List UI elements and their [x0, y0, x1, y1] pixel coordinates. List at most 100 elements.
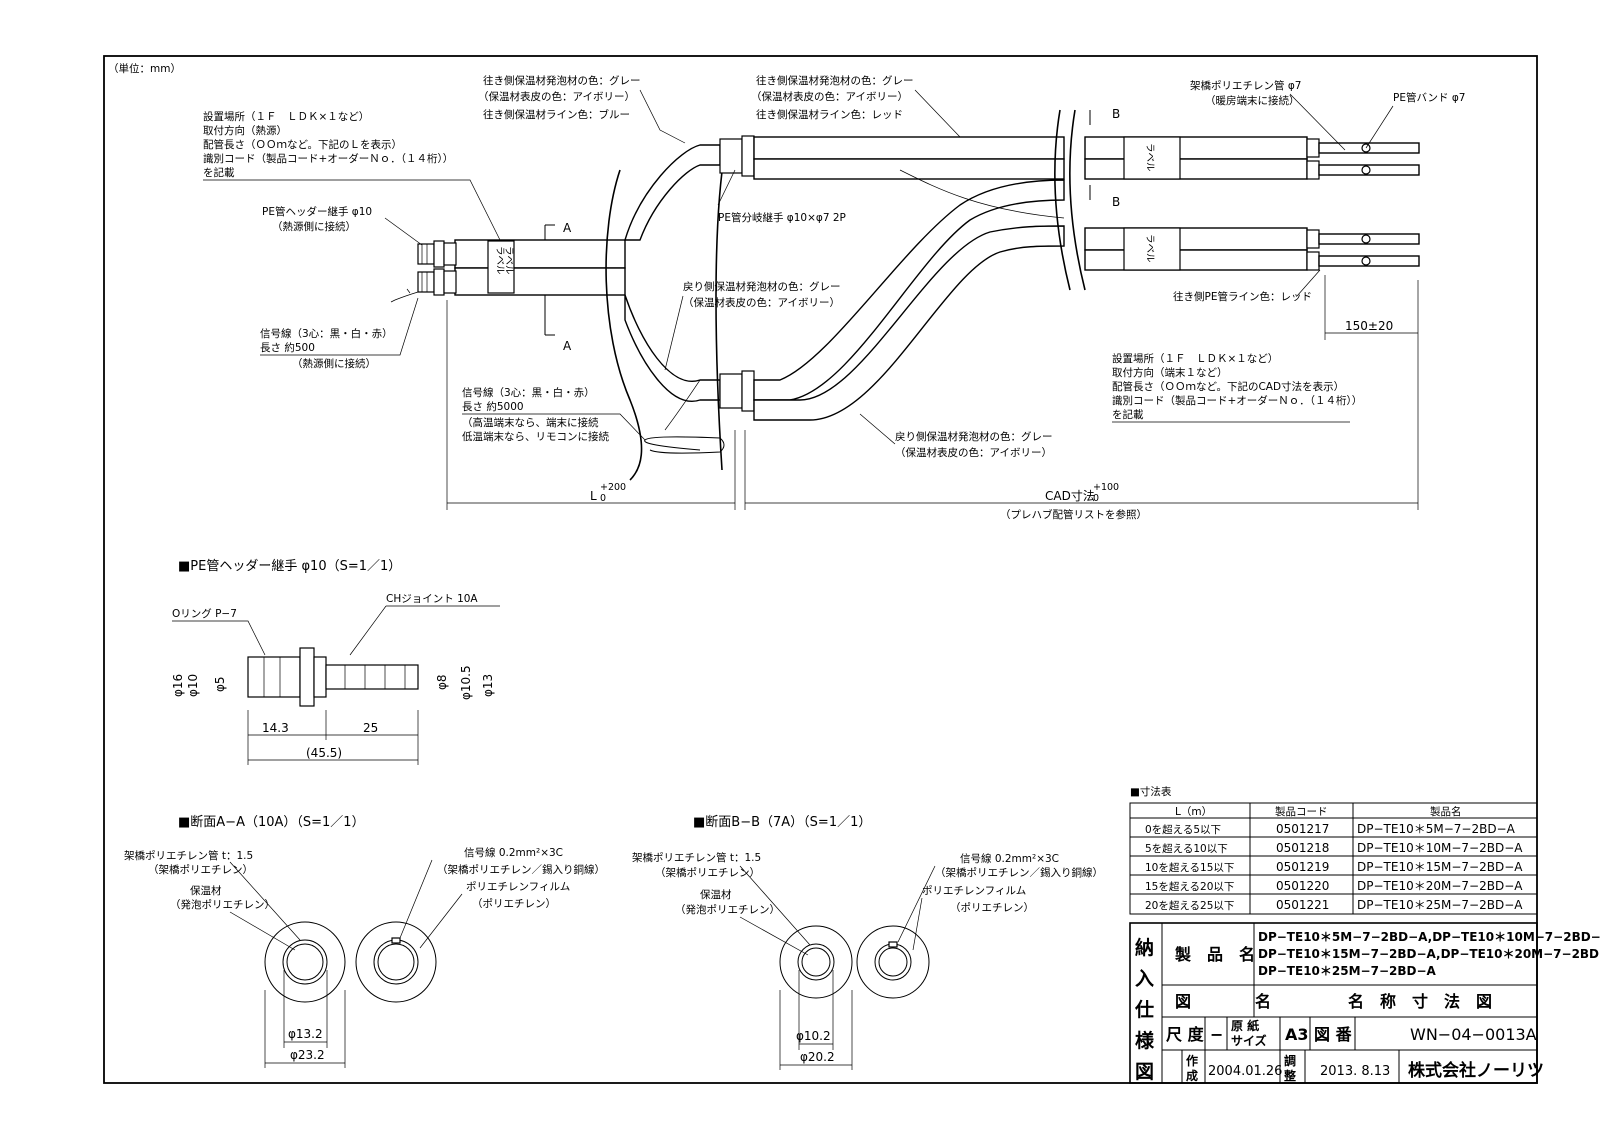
svg-text:25: 25 [363, 721, 378, 735]
svg-text:整: 整 [1283, 1068, 1296, 1083]
table-cell: DP−TE10＊25M−7−2BD−A [1357, 898, 1523, 912]
table-cell: 0501220 [1276, 879, 1329, 893]
svg-text:−: − [1210, 1025, 1223, 1044]
svg-text:（高温端末なら、端末に接続: （高温端末なら、端末に接続 [462, 416, 599, 429]
svg-text:Oリング P−7: Oリング P−7 [172, 607, 237, 620]
svg-text:様: 様 [1135, 1029, 1155, 1052]
svg-text:戻り側保温材発泡材の色：グレー: 戻り側保温材発泡材の色：グレー [895, 430, 1053, 443]
table-cell: 0501219 [1276, 860, 1329, 874]
svg-text:成: 成 [1186, 1068, 1198, 1083]
svg-text:φ8: φ8 [435, 674, 449, 690]
svg-text:A3: A3 [1285, 1025, 1309, 1044]
svg-text:調: 調 [1284, 1053, 1296, 1068]
svg-text:2013. 8.13: 2013. 8.13 [1320, 1064, 1390, 1079]
svg-text:2004.01.26: 2004.01.26 [1208, 1064, 1282, 1079]
svg-text:（暖房端末に接続）: （暖房端末に接続） [1205, 94, 1300, 107]
svg-text:信号線（3心：黒・白・赤）: 信号線（3心：黒・白・赤） [462, 386, 595, 399]
svg-text:戻り側保温材発泡材の色：グレー: 戻り側保温材発泡材の色：グレー [683, 280, 841, 293]
table-cell: DP−TE10＊10M−7−2BD−A [1357, 841, 1523, 855]
svg-text:B: B [1112, 195, 1120, 209]
section-aa: ■断面A−A（10A）（S=1／1） 架橋ポリエチレン管 t：1.5 （架橋ポリ… [124, 815, 605, 1068]
table-header: 製品名 [1430, 805, 1462, 818]
svg-text:架橋ポリエチレン管 t：1.5: 架橋ポリエチレン管 t：1.5 [124, 849, 253, 862]
svg-text:株式会社ノーリツ: 株式会社ノーリツ [1408, 1060, 1544, 1081]
header-fitting-detail: ■PE管ヘッダー継手 φ10（S=1／1） Oリング P−7 CHジョイント 1… [171, 559, 500, 765]
svg-text:原 紙: 原 紙 [1231, 1018, 1259, 1033]
svg-text:信号線 0.2mm²×3C: 信号線 0.2mm²×3C [464, 846, 563, 859]
svg-text:PE管ヘッダー継手 φ10: PE管ヘッダー継手 φ10 [262, 205, 372, 218]
svg-text:入: 入 [1135, 968, 1154, 990]
svg-text:（プレハブ配管リストを参照）: （プレハブ配管リストを参照） [1000, 508, 1147, 521]
svg-text:取付方向（端末１など）: 取付方向（端末１など） [1112, 366, 1228, 379]
svg-text:ラベル: ラベル [1144, 234, 1155, 263]
svg-text:配管長さ（ＯＯｍなど。下記のCAD寸法を表示）: 配管長さ（ＯＯｍなど。下記のCAD寸法を表示） [1112, 380, 1344, 393]
svg-text:保温材: 保温材 [190, 884, 222, 897]
svg-text:φ10.2: φ10.2 [796, 1029, 831, 1043]
svg-text:ラベル: ラベル [1144, 143, 1155, 172]
svg-text:ラベル: ラベル [503, 246, 514, 275]
svg-text:0: 0 [1093, 493, 1099, 504]
svg-text:150±20: 150±20 [1345, 319, 1393, 333]
svg-text:を記載: を記載 [203, 166, 235, 179]
svg-text:名 称 寸 法 図: 名 称 寸 法 図 [1348, 992, 1492, 1011]
svg-text:+100: +100 [1093, 482, 1119, 493]
svg-text:識別コード（製品コード+オーダーＮｏ．（１４桁））: 識別コード（製品コード+オーダーＮｏ．（１４桁）） [203, 152, 453, 165]
svg-text:DP−TE10＊15M−7−2BD−A,DP−TE10＊20: DP−TE10＊15M−7−2BD−A,DP−TE10＊20M−7−2BD−A [1258, 947, 1600, 961]
svg-text:（保温材表皮の色：アイボリー）: （保温材表皮の色：アイボリー） [478, 90, 635, 103]
svg-text:長さ 約500: 長さ 約500 [260, 341, 315, 354]
svg-text:■寸法表: ■寸法表 [1130, 785, 1172, 798]
table-cell: 0を超える5以下 [1145, 823, 1221, 836]
svg-text:φ13: φ13 [481, 674, 495, 697]
svg-text:■断面A−A（10A）（S=1／1）: ■断面A−A（10A）（S=1／1） [178, 815, 365, 830]
svg-text:納: 納 [1135, 936, 1154, 959]
table-cell: 20を超える25以下 [1145, 899, 1234, 912]
svg-text:A: A [563, 221, 572, 235]
table-cell: 5を超える10以下 [1145, 842, 1228, 855]
svg-text:φ16: φ16 [171, 674, 185, 697]
svg-text:ポリエチレンフィルム: ポリエチレンフィルム [922, 885, 1026, 897]
svg-text:■断面B−B（7A）（S=1／1）: ■断面B−B（7A）（S=1／1） [693, 815, 871, 830]
svg-text:仕: 仕 [1134, 998, 1154, 1021]
table-cell: 10を超える15以下 [1145, 861, 1234, 874]
table-cell: 0501221 [1276, 898, 1329, 912]
svg-text:φ13.2: φ13.2 [288, 1027, 323, 1041]
svg-text:識別コード（製品コード+オーダーＮｏ．（１４桁））: 識別コード（製品コード+オーダーＮｏ．（１４桁）） [1112, 394, 1362, 407]
pe-header-fitting-icon [417, 240, 457, 296]
svg-text:図 番: 図 番 [1314, 1025, 1353, 1044]
svg-text:■PE管ヘッダー継手 φ10（S=1／1）: ■PE管ヘッダー継手 φ10（S=1／1） [178, 559, 401, 574]
svg-text:低温端末なら、リモコンに接続: 低温端末なら、リモコンに接続 [462, 430, 609, 443]
svg-text:（架橋ポリエチレン）: （架橋ポリエチレン） [148, 863, 253, 876]
callouts: 設置場所（１Ｆ ＬＤＫ×１など） 取付方向（熱源） 配管長さ（ＯＯｍなど。下記の… [203, 74, 1465, 459]
svg-text:往き側保温材発泡材の色：グレー: 往き側保温材発泡材の色：グレー [756, 74, 914, 87]
main-assembly: ラベル ラベル ラベル ラベル [390, 107, 1420, 521]
svg-text:0: 0 [600, 493, 606, 504]
svg-text:A: A [563, 339, 572, 353]
svg-text:（架橋ポリエチレン／錫入り銅線）: （架橋ポリエチレン／錫入り銅線） [437, 863, 605, 876]
svg-text:保温材: 保温材 [700, 888, 732, 901]
svg-text:（保温材表皮の色：アイボリー）: （保温材表皮の色：アイボリー） [895, 446, 1052, 459]
svg-text:（架橋ポリエチレン）: （架橋ポリエチレン） [655, 866, 760, 879]
table-cell: DP−TE10＊20M−7−2BD−A [1357, 879, 1523, 893]
svg-text:信号線（3心：黒・白・赤）: 信号線（3心：黒・白・赤） [260, 327, 393, 340]
svg-text:φ20.2: φ20.2 [800, 1050, 835, 1064]
svg-text:φ10.5: φ10.5 [459, 665, 473, 700]
svg-text:（保温材表皮の色：アイボリー）: （保温材表皮の色：アイボリー） [751, 90, 908, 103]
size-table: ■寸法表 L（m） 製品コード 製品名 0を超える5以下 0501217 DP−… [1129, 785, 1538, 915]
svg-text:（熱源側に接続）: （熱源側に接続） [272, 220, 356, 233]
table-header: L（m） [1175, 806, 1212, 818]
svg-text:+200: +200 [600, 482, 626, 493]
svg-text:φ23.2: φ23.2 [290, 1048, 325, 1062]
svg-text:設置場所（１Ｆ ＬＤＫ×１など）: 設置場所（１Ｆ ＬＤＫ×１など） [203, 110, 369, 123]
unit-label: （単位：mm） [108, 62, 181, 75]
svg-text:尺 度: 尺 度 [1166, 1025, 1205, 1044]
svg-text:取付方向（熱源）: 取付方向（熱源） [203, 124, 287, 137]
svg-text:（架橋ポリエチレン／錫入り銅線）: （架橋ポリエチレン／錫入り銅線） [935, 866, 1103, 879]
svg-text:φ5: φ5 [213, 676, 227, 692]
svg-text:往き側保温材発泡材の色：グレー: 往き側保温材発泡材の色：グレー [483, 74, 641, 87]
svg-text:（ポリエチレン）: （ポリエチレン） [950, 902, 1034, 914]
svg-text:DP−TE10＊5M−7−2BD−A,DP−TE10＊10M: DP−TE10＊5M−7−2BD−A,DP−TE10＊10M−7−2BD−A [1258, 930, 1600, 944]
svg-text:PE管バンド φ7: PE管バンド φ7 [1393, 91, 1465, 104]
svg-text:WN−04−0013A: WN−04−0013A [1410, 1025, 1537, 1044]
svg-text:PE管分岐継手 φ10×φ7 2P: PE管分岐継手 φ10×φ7 2P [718, 211, 846, 224]
